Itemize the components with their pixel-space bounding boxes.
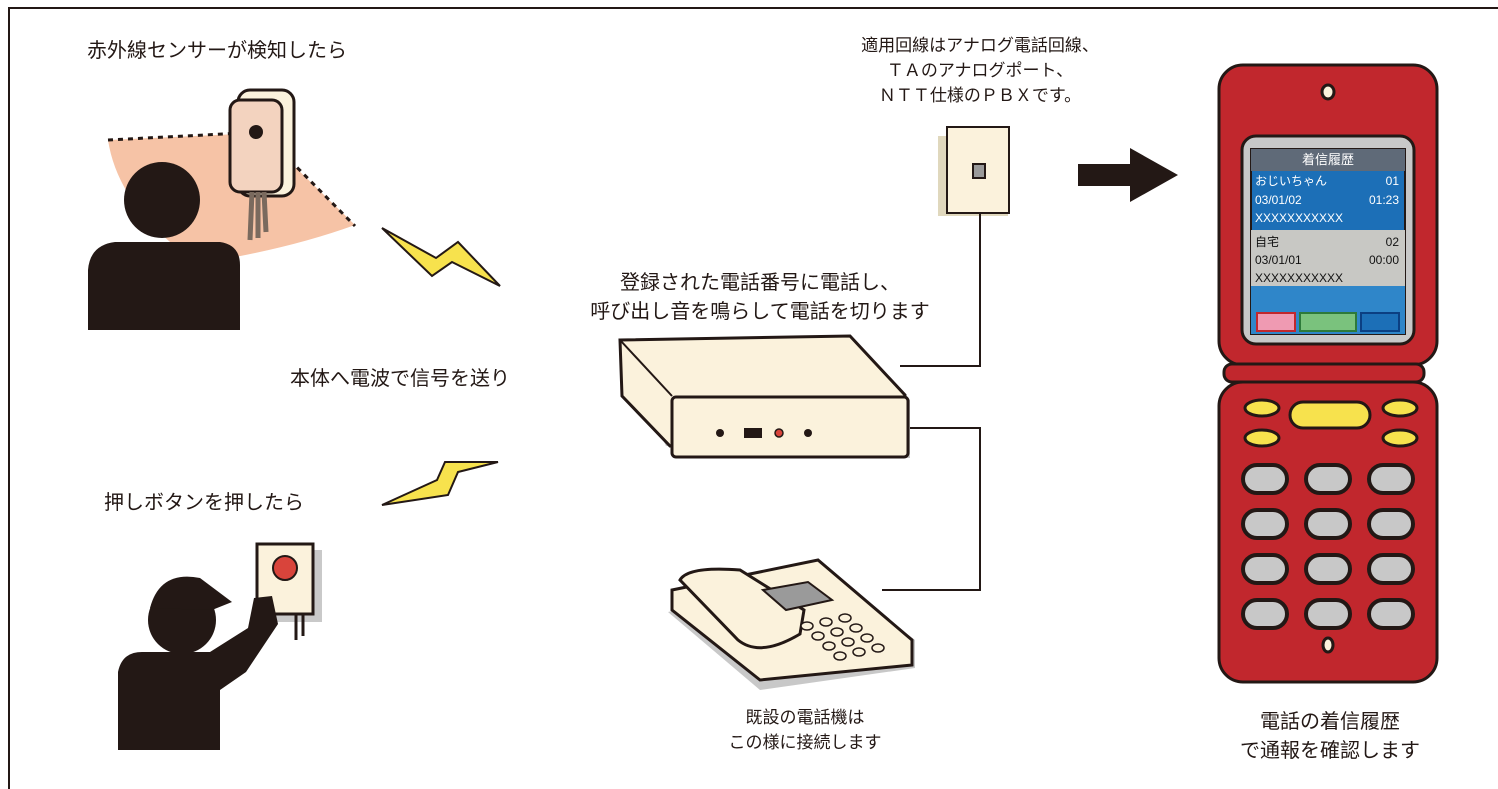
caption-push-button: 押しボタンを押したら [104,490,304,514]
caption-ir-sensor: 赤外線センサーが検知したら [87,38,347,62]
arrow-icon [1078,148,1178,202]
screen-title: 着信履歴 [1301,152,1354,167]
wall-jack-icon [938,126,1010,216]
phone-screen: 着信履歴 おじいちゃん 01 03/01/02 01:23 XXXXXXXXXX… [1251,149,1405,334]
entry2-time: 00:00 [1368,253,1399,267]
entry2-date: 03/01/01 [1255,253,1302,267]
radio-bolt-lower [381,461,499,506]
entry1-date: 03/01/02 [1255,193,1302,207]
entry1-time: 01:23 [1368,193,1399,207]
caption-dial-line1: 登録された電話番号に電話し、 [620,270,900,294]
diagram-frame [8,7,1498,789]
wire-jack-to-unit [900,213,981,367]
entry1-num: 01 [1385,174,1399,188]
caption-dial-line2: 呼び出し音を鳴らして電話を切ります [590,299,930,323]
phone-hinge [1222,362,1426,384]
entry2-name: 自宅 [1255,235,1280,249]
red-button-icon [272,555,298,581]
person-icon-button [118,576,278,750]
caption-line-type-1: 適用回線はアナログ電話回線、 [861,36,1099,56]
radio-bolt-upper [381,227,501,287]
entry2-num: 02 [1385,235,1399,249]
landline-phone-icon [668,558,915,690]
entry1-phone: XXXXXXXXXXX [1255,211,1344,225]
caption-line-type-2: ＴＡのアナログポート、 [886,61,1074,81]
caption-phone-line2: この様に接続します [728,733,882,753]
mobile-phone-icon [1217,63,1439,684]
main-unit-icon [618,334,910,459]
caption-phone-line1: 既設の電話機は [745,708,865,728]
caption-radio-signal: 本体へ電波で信号を送り [290,366,510,390]
wire-unit-to-phone [882,427,981,591]
ir-sensor-scene [88,88,357,330]
caption-mobile-line2: で通報を確認します [1240,738,1420,762]
caption-line-type-3: ＮＴＴ仕様のＰＢＸです。 [878,86,1082,106]
caption-mobile-line1: 電話の着信履歴 [1260,709,1400,733]
push-button-scene [118,542,322,750]
ir-sensor-icon [228,88,296,241]
entry1-name: おじいちゃん [1255,174,1328,188]
person-icon-sensor [88,162,240,330]
entry2-phone: XXXXXXXXXXX [1255,271,1344,285]
